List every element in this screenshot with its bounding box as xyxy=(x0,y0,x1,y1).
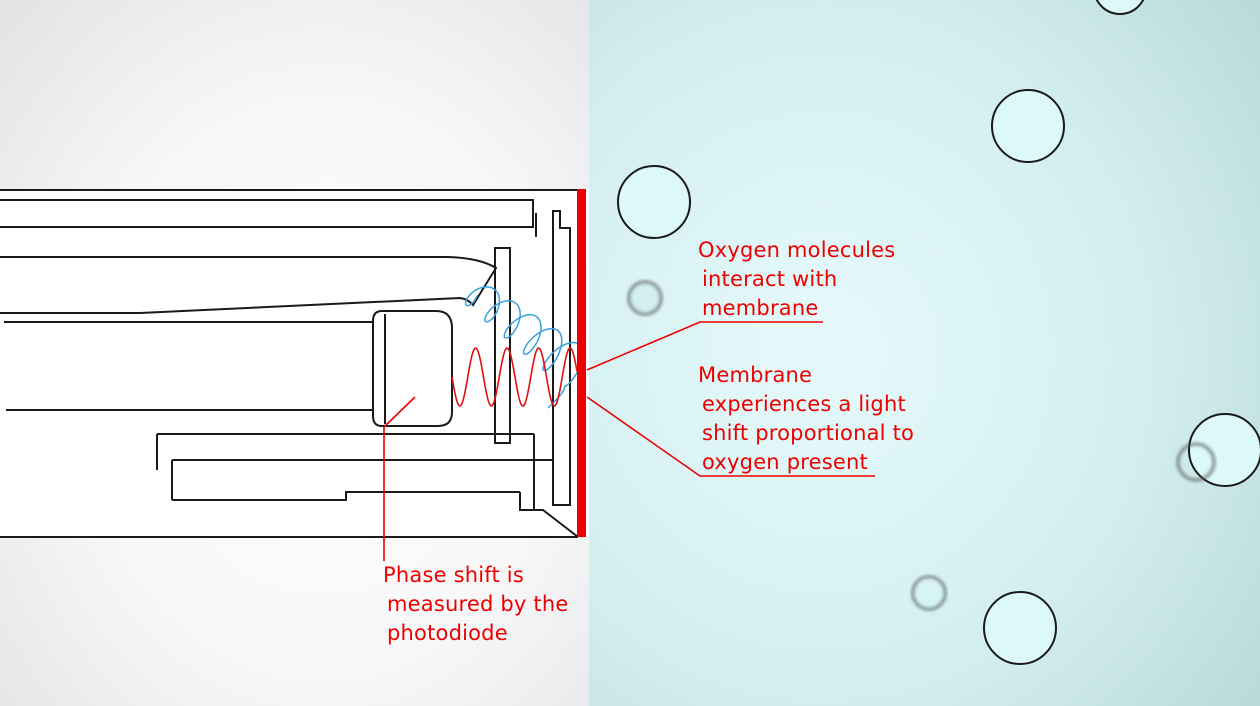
oxygen-label-line: membrane xyxy=(702,296,819,320)
oxygen-label-line: Oxygen molecules xyxy=(698,238,896,262)
oxygen-label: Oxygen molecules interact with membrane xyxy=(698,236,895,323)
membrane-label-line: Membrane xyxy=(698,363,813,387)
oxygen-molecule xyxy=(983,591,1057,665)
membrane-label-line: oxygen present xyxy=(702,450,868,474)
emitted-light-wave xyxy=(464,286,584,409)
oxygen-molecule-blurred xyxy=(1176,442,1216,482)
oxygen-molecule xyxy=(1095,0,1145,15)
phase-label-line: photodiode xyxy=(387,621,508,645)
membrane xyxy=(577,189,586,537)
returned-light-wave xyxy=(451,347,578,407)
phase-label: Phase shift is measured by the photodiod… xyxy=(383,561,569,648)
membrane-label-line: shift proportional to xyxy=(702,421,915,445)
instrument-panel xyxy=(0,190,589,537)
phase-label-line: measured by the xyxy=(387,592,569,616)
oxygen-molecule-blurred xyxy=(911,575,947,611)
oxygen-molecules xyxy=(617,0,1260,665)
membrane-label: Membrane experiences a light shift propo… xyxy=(698,361,914,477)
oxygen-molecule-blurred xyxy=(627,280,663,316)
membrane-label-line: experiences a light xyxy=(702,392,906,416)
oxygen-molecule xyxy=(1188,413,1260,487)
oxygen-label-line: interact with xyxy=(702,267,838,291)
sensor-outline xyxy=(0,189,579,538)
oxygen-molecule xyxy=(617,165,691,239)
photodiode xyxy=(372,310,453,427)
leader-lines xyxy=(383,321,875,561)
phase-label-line: Phase shift is xyxy=(383,563,524,587)
oxygen-molecule xyxy=(991,89,1065,163)
